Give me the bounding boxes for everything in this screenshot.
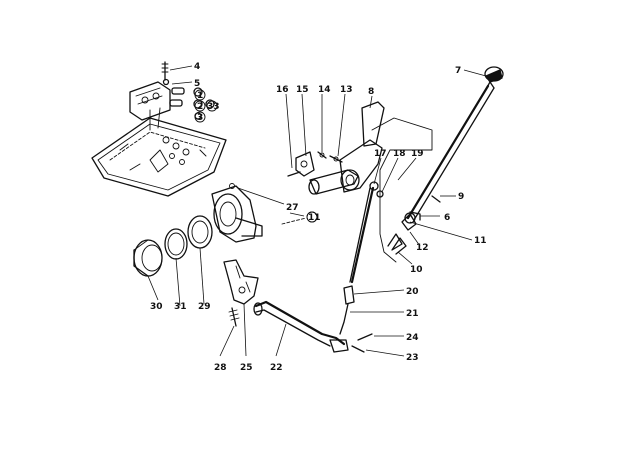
pin-23: [351, 345, 365, 353]
transmission-housing: [91, 117, 227, 197]
label-13: 13: [340, 85, 353, 95]
nut-6: [409, 211, 421, 221]
label-28: 28: [214, 363, 227, 373]
label-12: 12: [416, 243, 429, 253]
label-33: 33: [207, 102, 220, 112]
shift-knob: [484, 66, 504, 83]
selector-rod-17: [349, 186, 375, 284]
bracket-outline-19: [371, 117, 433, 263]
label-9: 9: [458, 192, 464, 202]
label-11-circled: 11: [308, 213, 321, 223]
release-bearing-30: [133, 239, 163, 277]
pin-13: [329, 155, 343, 163]
label-11: 11: [474, 236, 487, 246]
label-29: 29: [198, 302, 211, 312]
bearing-carrier-27: [211, 183, 263, 243]
fork-bolt-28: [228, 307, 240, 327]
leader-lines: [147, 65, 487, 357]
label-27: 27: [286, 203, 299, 213]
fork-15: [295, 151, 315, 177]
label-1: 1: [197, 91, 203, 101]
label-19: 19: [411, 149, 424, 159]
label-15: 15: [296, 85, 309, 95]
label-8: 8: [368, 87, 374, 97]
small-pins-1-2-3: [169, 87, 215, 120]
bushing-11: [404, 212, 416, 224]
label-4: 4: [194, 62, 200, 72]
label-3: 3: [197, 113, 203, 123]
shift-bracket-assembly: [129, 61, 171, 131]
label-14: 14: [318, 85, 331, 95]
pin-9: [431, 195, 441, 203]
bearing-ring-29: [187, 215, 213, 249]
label-7: 7: [455, 66, 461, 76]
label-24: 24: [406, 333, 419, 343]
label-18: 18: [393, 149, 406, 159]
release-fork-25: [223, 259, 259, 305]
label-25: 25: [240, 363, 253, 373]
label-10: 10: [410, 265, 423, 275]
label-22: 22: [270, 363, 283, 373]
label-20: 20: [406, 287, 419, 297]
snap-ring-31: [164, 228, 188, 260]
label-2: 2: [197, 102, 203, 112]
label-6: 6: [444, 213, 450, 223]
cotter-24: [357, 333, 373, 341]
label-30: 30: [150, 302, 163, 312]
clevis-20: [343, 285, 355, 305]
pin-14: [317, 151, 327, 159]
label-31: 31: [174, 302, 187, 312]
label-23: 23: [406, 353, 419, 363]
part-labels: 4 5 1 2 33 3 7 16 15 14 13 8 17 18 19 9 …: [150, 62, 487, 373]
label-16: 16: [276, 85, 289, 95]
label-21: 21: [406, 309, 419, 319]
spring-10: [387, 233, 407, 255]
pin-16: [287, 171, 301, 177]
label-17: 17: [374, 149, 387, 159]
link-rod-21: [339, 303, 349, 335]
label-5: 5: [194, 79, 200, 89]
shift-shaft-assembly-8: [308, 101, 385, 195]
pivot-shaft-22: [253, 300, 349, 353]
